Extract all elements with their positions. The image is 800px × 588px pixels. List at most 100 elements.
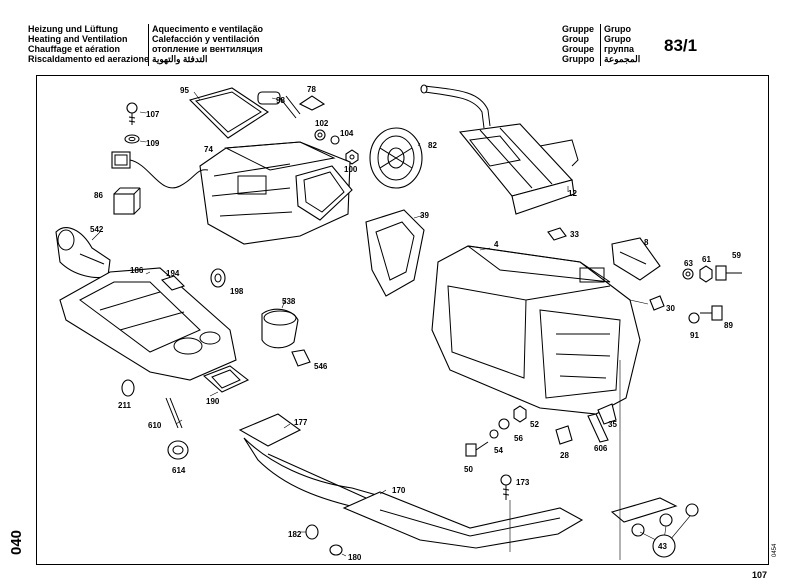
part-173-screw xyxy=(500,474,512,500)
title-russian: отопление и вентиляция xyxy=(152,44,263,54)
label-95: 95 xyxy=(180,86,189,95)
title-portuguese: Aquecimento e ventilação xyxy=(152,24,264,34)
part-211-grommet xyxy=(121,379,135,397)
drawing-code: 0454 xyxy=(772,543,778,557)
label-170: 170 xyxy=(392,486,406,495)
label-4: 4 xyxy=(494,240,499,249)
part-63-washer xyxy=(682,268,694,280)
label-614: 614 xyxy=(172,466,186,475)
group-number: 83/1 xyxy=(664,36,698,55)
page-number: 107 xyxy=(752,570,768,580)
label-78: 78 xyxy=(307,85,316,94)
part-95-cover xyxy=(188,87,270,139)
part-614-cap xyxy=(167,440,189,460)
part-190-filter xyxy=(202,365,250,393)
label-194: 194 xyxy=(166,269,180,278)
label-190: 190 xyxy=(206,397,220,406)
label-182: 182 xyxy=(288,530,302,539)
label-12: 12 xyxy=(568,189,577,198)
part-30-clip xyxy=(649,295,665,311)
label-546: 546 xyxy=(314,362,328,371)
part-170-footwell-duct xyxy=(342,491,584,549)
label-86: 86 xyxy=(94,191,103,200)
label-82: 82 xyxy=(428,141,437,150)
label-63: 63 xyxy=(684,259,693,268)
part-50-bolt xyxy=(465,441,489,457)
header-middle-titles: Aquecimento e ventilação Calefacción y v… xyxy=(152,24,263,64)
label-109: 109 xyxy=(146,139,160,148)
part-89-bolt xyxy=(700,305,723,321)
group-label-de: Gruppe xyxy=(562,24,595,34)
group-label-it: Gruppo xyxy=(562,54,595,64)
title-german: Heizung und Lüftung xyxy=(28,24,118,34)
part-8-flap xyxy=(611,237,661,281)
part-606-lever xyxy=(587,413,609,443)
label-180: 180 xyxy=(348,553,362,562)
header-group-labels: Gruppe Group Groupe Gruppo xyxy=(562,24,595,64)
label-54: 54 xyxy=(494,446,503,455)
sheet-code: 040 xyxy=(8,529,25,555)
label-8: 8 xyxy=(644,238,649,247)
label-91: 91 xyxy=(690,331,699,340)
header-divider xyxy=(148,24,149,66)
part-107-screw xyxy=(126,102,138,125)
part-104-washer xyxy=(330,135,340,145)
label-606: 606 xyxy=(594,444,608,453)
label-89: 89 xyxy=(724,321,733,330)
part-177-duct xyxy=(238,413,381,511)
part-98-fitting xyxy=(257,91,301,119)
part-182-grommet xyxy=(305,524,319,540)
leader-lines xyxy=(91,91,691,560)
label-61: 61 xyxy=(702,255,711,264)
title-arabic: التدفئة والتهوية xyxy=(152,54,208,64)
part-542-duct xyxy=(55,227,111,279)
group-label-ar: المجموعة xyxy=(604,54,641,64)
label-56: 56 xyxy=(514,434,523,443)
part-194-clip xyxy=(160,275,186,291)
part-102-washer xyxy=(314,129,326,141)
part-546-clip xyxy=(291,349,311,367)
part-35-bracket xyxy=(597,403,617,425)
label-100: 100 xyxy=(344,165,358,174)
part-538-hose xyxy=(261,308,299,349)
part-52-nut xyxy=(513,405,527,423)
part-4-main-housing xyxy=(431,245,641,415)
part-78-clip xyxy=(298,95,326,111)
label-104: 104 xyxy=(340,129,354,138)
label-102: 102 xyxy=(315,119,329,128)
group-label-ru: группа xyxy=(604,44,635,54)
part-28-clip xyxy=(555,425,573,445)
label-74: 74 xyxy=(204,145,213,154)
label-28: 28 xyxy=(560,451,569,460)
part-54-washer xyxy=(489,429,499,439)
part-186-lower-housing xyxy=(59,267,237,381)
part-610-rod xyxy=(165,397,183,429)
part-91-washer xyxy=(688,312,700,324)
title-english: Heating and Ventilation xyxy=(28,34,128,44)
title-french: Chauffage et aération xyxy=(28,44,121,54)
label-35: 35 xyxy=(608,420,617,429)
part-198-grommet xyxy=(210,268,226,288)
group-label-pt: Grupo xyxy=(604,24,631,34)
label-52: 52 xyxy=(530,420,539,429)
diagram-frame xyxy=(36,75,769,565)
label-33: 33 xyxy=(570,230,579,239)
part-39-cover xyxy=(365,209,425,297)
part-43-linkage xyxy=(610,497,699,537)
part-56-washer xyxy=(498,418,510,430)
title-italian: Riscaldamento ed aerazione xyxy=(28,54,150,64)
header-group-labels-2: Grupo Grupo группа المجموعة xyxy=(604,24,640,64)
group-label-fr: Groupe xyxy=(562,44,595,54)
label-30: 30 xyxy=(666,304,675,313)
group-label-en: Group xyxy=(562,34,589,44)
label-186: 186 xyxy=(130,266,144,275)
part-59-bolt xyxy=(715,265,742,281)
part-12-heat-exchanger xyxy=(420,84,579,215)
title-spanish: Calefacción y ventilación xyxy=(152,34,260,44)
part-82-blower-motor xyxy=(369,127,423,189)
part-relay-connector xyxy=(111,151,209,189)
label-173: 173 xyxy=(516,478,530,487)
part-180-clip xyxy=(329,544,343,556)
label-198: 198 xyxy=(230,287,244,296)
